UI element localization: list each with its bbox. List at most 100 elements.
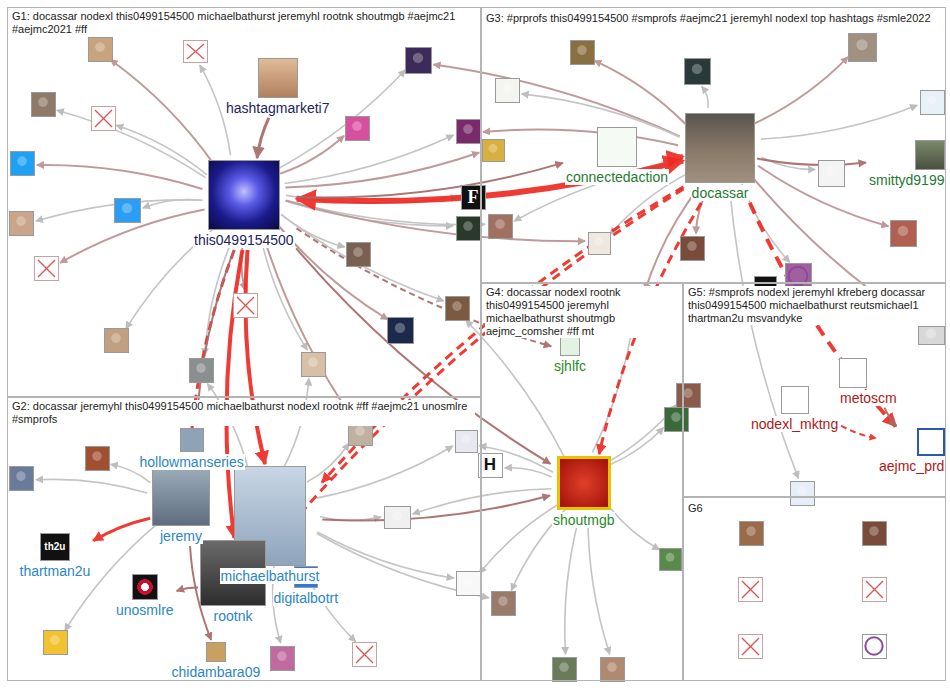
tie-line <box>483 130 678 146</box>
avatar-photo <box>863 635 887 659</box>
user-node: aejmc_prd <box>878 428 945 474</box>
relation-edge <box>841 426 876 439</box>
tie-line <box>588 515 610 655</box>
user-label: this0499154500 <box>193 232 295 248</box>
relation-edge <box>296 248 550 463</box>
avatar-face <box>277 651 287 661</box>
avatar-thumbnail <box>483 140 505 162</box>
avatar-face <box>559 662 569 672</box>
avatar-thumbnail <box>347 243 371 267</box>
avatar-thumbnail <box>353 643 377 667</box>
user-node: this0499154500 <box>193 160 295 248</box>
broken-cross <box>742 638 759 655</box>
avatar-face <box>463 576 473 586</box>
avatar-face <box>111 333 121 343</box>
avatar-photo <box>891 221 917 247</box>
tie-line <box>609 428 663 465</box>
tie-line <box>116 125 207 175</box>
group-panel: G5: #smprofs nodexl jeremyhl kfreberg do… <box>683 283 946 497</box>
avatar-thumbnail <box>479 454 503 478</box>
broken-cross <box>356 646 373 663</box>
avatar-face <box>856 39 867 50</box>
avatar-thumbnail <box>446 297 470 321</box>
avatar-photo <box>302 353 326 377</box>
avatar-thumbnail <box>496 79 520 103</box>
avatar-face <box>50 635 60 645</box>
tie-line <box>37 165 203 189</box>
tie-line <box>307 443 349 482</box>
avatar-face <box>413 53 423 63</box>
relation-edge <box>757 158 866 165</box>
user-label: sjhlfc <box>553 358 587 374</box>
group-panel: G2: docassar jeremyhl this0499154500 mic… <box>7 397 481 681</box>
group-heading: G3: #prprofs this0499154500 #smprofs #ae… <box>485 12 932 25</box>
avatar-photo <box>385 507 411 529</box>
tie-line <box>285 153 479 188</box>
relation-edge <box>257 118 269 158</box>
broken-image <box>35 257 59 281</box>
avatar-photo <box>601 658 625 682</box>
avatar-photo <box>589 233 611 255</box>
relation-edge <box>671 154 683 160</box>
avatar-photo <box>11 152 35 176</box>
tie-line <box>317 532 453 578</box>
user-label: hashtagmarketi7 <box>225 100 331 116</box>
avatar-thumbnail <box>184 41 208 63</box>
user-label: docassar <box>691 185 750 201</box>
tie-line <box>761 105 917 139</box>
tie-line <box>57 110 206 178</box>
avatar-face <box>498 596 508 606</box>
avatar-thumbnail <box>685 59 711 85</box>
avatar-face <box>16 216 26 226</box>
avatar-photo <box>457 217 481 241</box>
avatar-image <box>208 160 280 230</box>
tie-line <box>592 318 633 452</box>
avatar-face <box>898 226 908 236</box>
tie-line <box>111 60 215 165</box>
avatar-face <box>797 486 807 496</box>
user-label: connectedaction <box>565 169 669 185</box>
avatar-thumbnail <box>92 107 116 131</box>
avatar-photo <box>791 482 815 506</box>
user-node: metoscm <box>839 358 898 406</box>
avatar-image <box>557 456 611 510</box>
user-label: thartman2u <box>19 563 92 579</box>
avatar-image <box>152 468 210 526</box>
avatar-thumbnail <box>891 221 917 247</box>
broken-cross <box>742 581 759 598</box>
avatar-face <box>463 221 473 231</box>
avatar-thumbnail <box>863 522 887 546</box>
tie-line <box>754 57 848 124</box>
avatar-face <box>595 237 604 246</box>
avatar-thumbnail <box>863 635 887 659</box>
broken-cross <box>356 646 373 663</box>
broken-cross <box>237 297 254 314</box>
avatar-photo <box>863 522 887 546</box>
tie-line <box>479 504 559 573</box>
user-label: metoscm <box>839 390 898 406</box>
avatar-photo <box>105 329 129 353</box>
avatar-thumbnail <box>388 318 414 344</box>
avatar-face <box>495 219 505 229</box>
relation-edge <box>297 163 563 198</box>
avatar-image <box>560 336 580 356</box>
user-node: connectedaction <box>565 127 669 185</box>
avatar-text: th2u <box>44 541 65 553</box>
avatar-photo <box>819 161 845 187</box>
user-node: jeremy <box>152 468 210 544</box>
avatar-photo <box>665 408 689 432</box>
avatar-image <box>685 113 755 183</box>
user-label: hollowmanseries <box>139 454 245 470</box>
avatar-thumbnail <box>849 34 877 62</box>
group-heading: G1: docassar nodexl this0499154500 micha… <box>11 10 475 36</box>
avatar-face <box>352 121 362 131</box>
avatar-face <box>196 363 206 373</box>
avatar-photo <box>457 572 481 596</box>
broken-cross <box>95 110 112 127</box>
tie-line <box>317 446 453 498</box>
tie-line <box>284 135 453 183</box>
user-node: docassar <box>685 113 755 201</box>
avatar-face <box>395 323 405 333</box>
avatar-face <box>687 241 697 251</box>
avatar-photo <box>849 34 877 62</box>
